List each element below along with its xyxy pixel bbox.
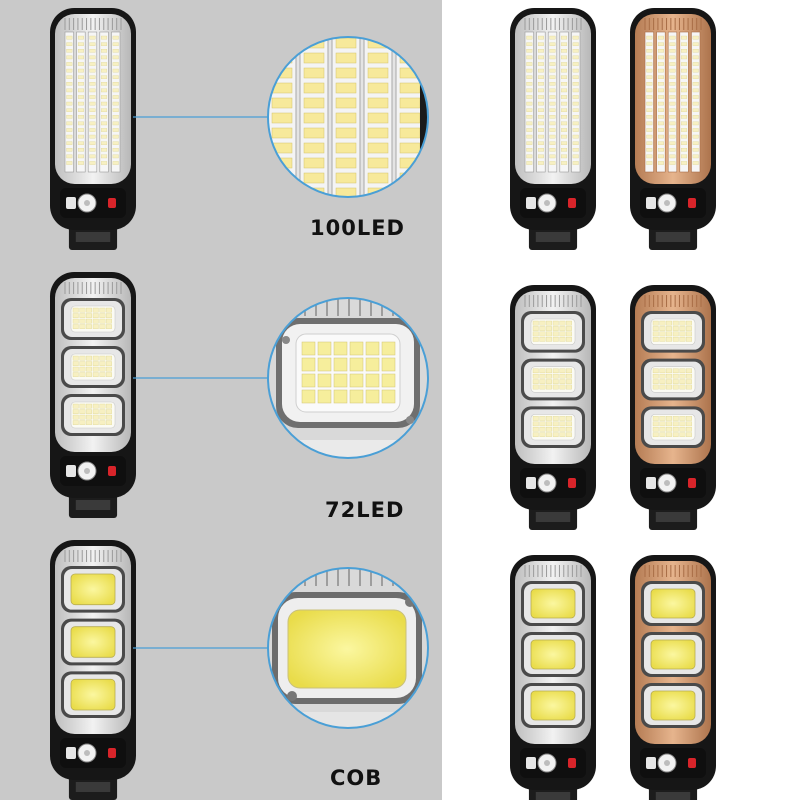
solar-lamp: [50, 8, 136, 250]
led-chip-zoom: [301, 373, 316, 388]
led-chip-zoom: [349, 357, 364, 372]
power-switch-icon: [108, 466, 116, 476]
power-switch-icon: [568, 198, 576, 208]
label-cob: COB: [330, 766, 383, 790]
cob-chip: [530, 588, 576, 619]
zoom-circle-100led: [267, 36, 429, 198]
remote-button: [646, 757, 656, 769]
cob-chip: [70, 678, 116, 711]
solar-lamp: [510, 8, 596, 250]
right-white-panel: [442, 0, 800, 800]
led-chip-zoom: [365, 373, 380, 388]
solar-lamp: [510, 285, 596, 530]
zoom-circle-72led: [267, 297, 429, 459]
solar-lamp: [630, 555, 716, 800]
zoom-circle-cob: [267, 567, 429, 729]
power-switch-icon: [108, 748, 116, 758]
led-chip-zoom: [349, 341, 364, 356]
led-chip-zoom: [381, 341, 396, 356]
cob-chip: [650, 588, 696, 619]
led-chip-zoom: [317, 389, 332, 404]
led-chip-zoom: [333, 357, 348, 372]
remote-button: [526, 757, 536, 769]
label-100led: 100LED: [310, 216, 405, 240]
led-chip-zoom: [301, 341, 316, 356]
led-chip-zoom: [381, 373, 396, 388]
led-chip-zoom: [349, 373, 364, 388]
remote-button: [66, 747, 76, 759]
solar-lamp: [510, 555, 596, 800]
led-chip-zoom: [365, 389, 380, 404]
remote-button: [646, 477, 656, 489]
led-chip-zoom: [333, 341, 348, 356]
cob-chip: [530, 690, 576, 721]
led-chip-zoom: [349, 389, 364, 404]
remote-button: [66, 465, 76, 477]
led-chip-zoom: [381, 357, 396, 372]
led-chip-zoom: [317, 373, 332, 388]
power-switch-icon: [568, 758, 576, 768]
cob-chip: [70, 626, 116, 658]
cob-chip: [650, 639, 696, 670]
led-chip-zoom: [333, 389, 348, 404]
led-chip-zoom: [317, 357, 332, 372]
led-chip-zoom: [381, 389, 396, 404]
led-chip-zoom: [365, 341, 380, 356]
power-switch-icon: [688, 758, 696, 768]
led-chip-zoom: [365, 357, 380, 372]
cob-chip: [650, 690, 696, 721]
led-chip-zoom: [333, 373, 348, 388]
led-chip-zoom: [317, 341, 332, 356]
power-switch-icon: [688, 198, 696, 208]
led-chip-zoom: [301, 357, 316, 372]
remote-button: [66, 197, 76, 209]
solar-lamp: [630, 8, 716, 250]
remote-button: [526, 197, 536, 209]
remote-button: [526, 477, 536, 489]
power-switch-icon: [568, 478, 576, 488]
remote-button: [646, 197, 656, 209]
solar-lamp: [50, 272, 136, 518]
led-chip-zoom: [301, 389, 316, 404]
cob-chip: [530, 639, 576, 670]
solar-lamp: [630, 285, 716, 530]
label-72led: 72LED: [325, 498, 405, 522]
solar-lamp: [50, 540, 136, 800]
power-switch-icon: [688, 478, 696, 488]
cob-chip: [70, 573, 116, 606]
power-switch-icon: [108, 198, 116, 208]
